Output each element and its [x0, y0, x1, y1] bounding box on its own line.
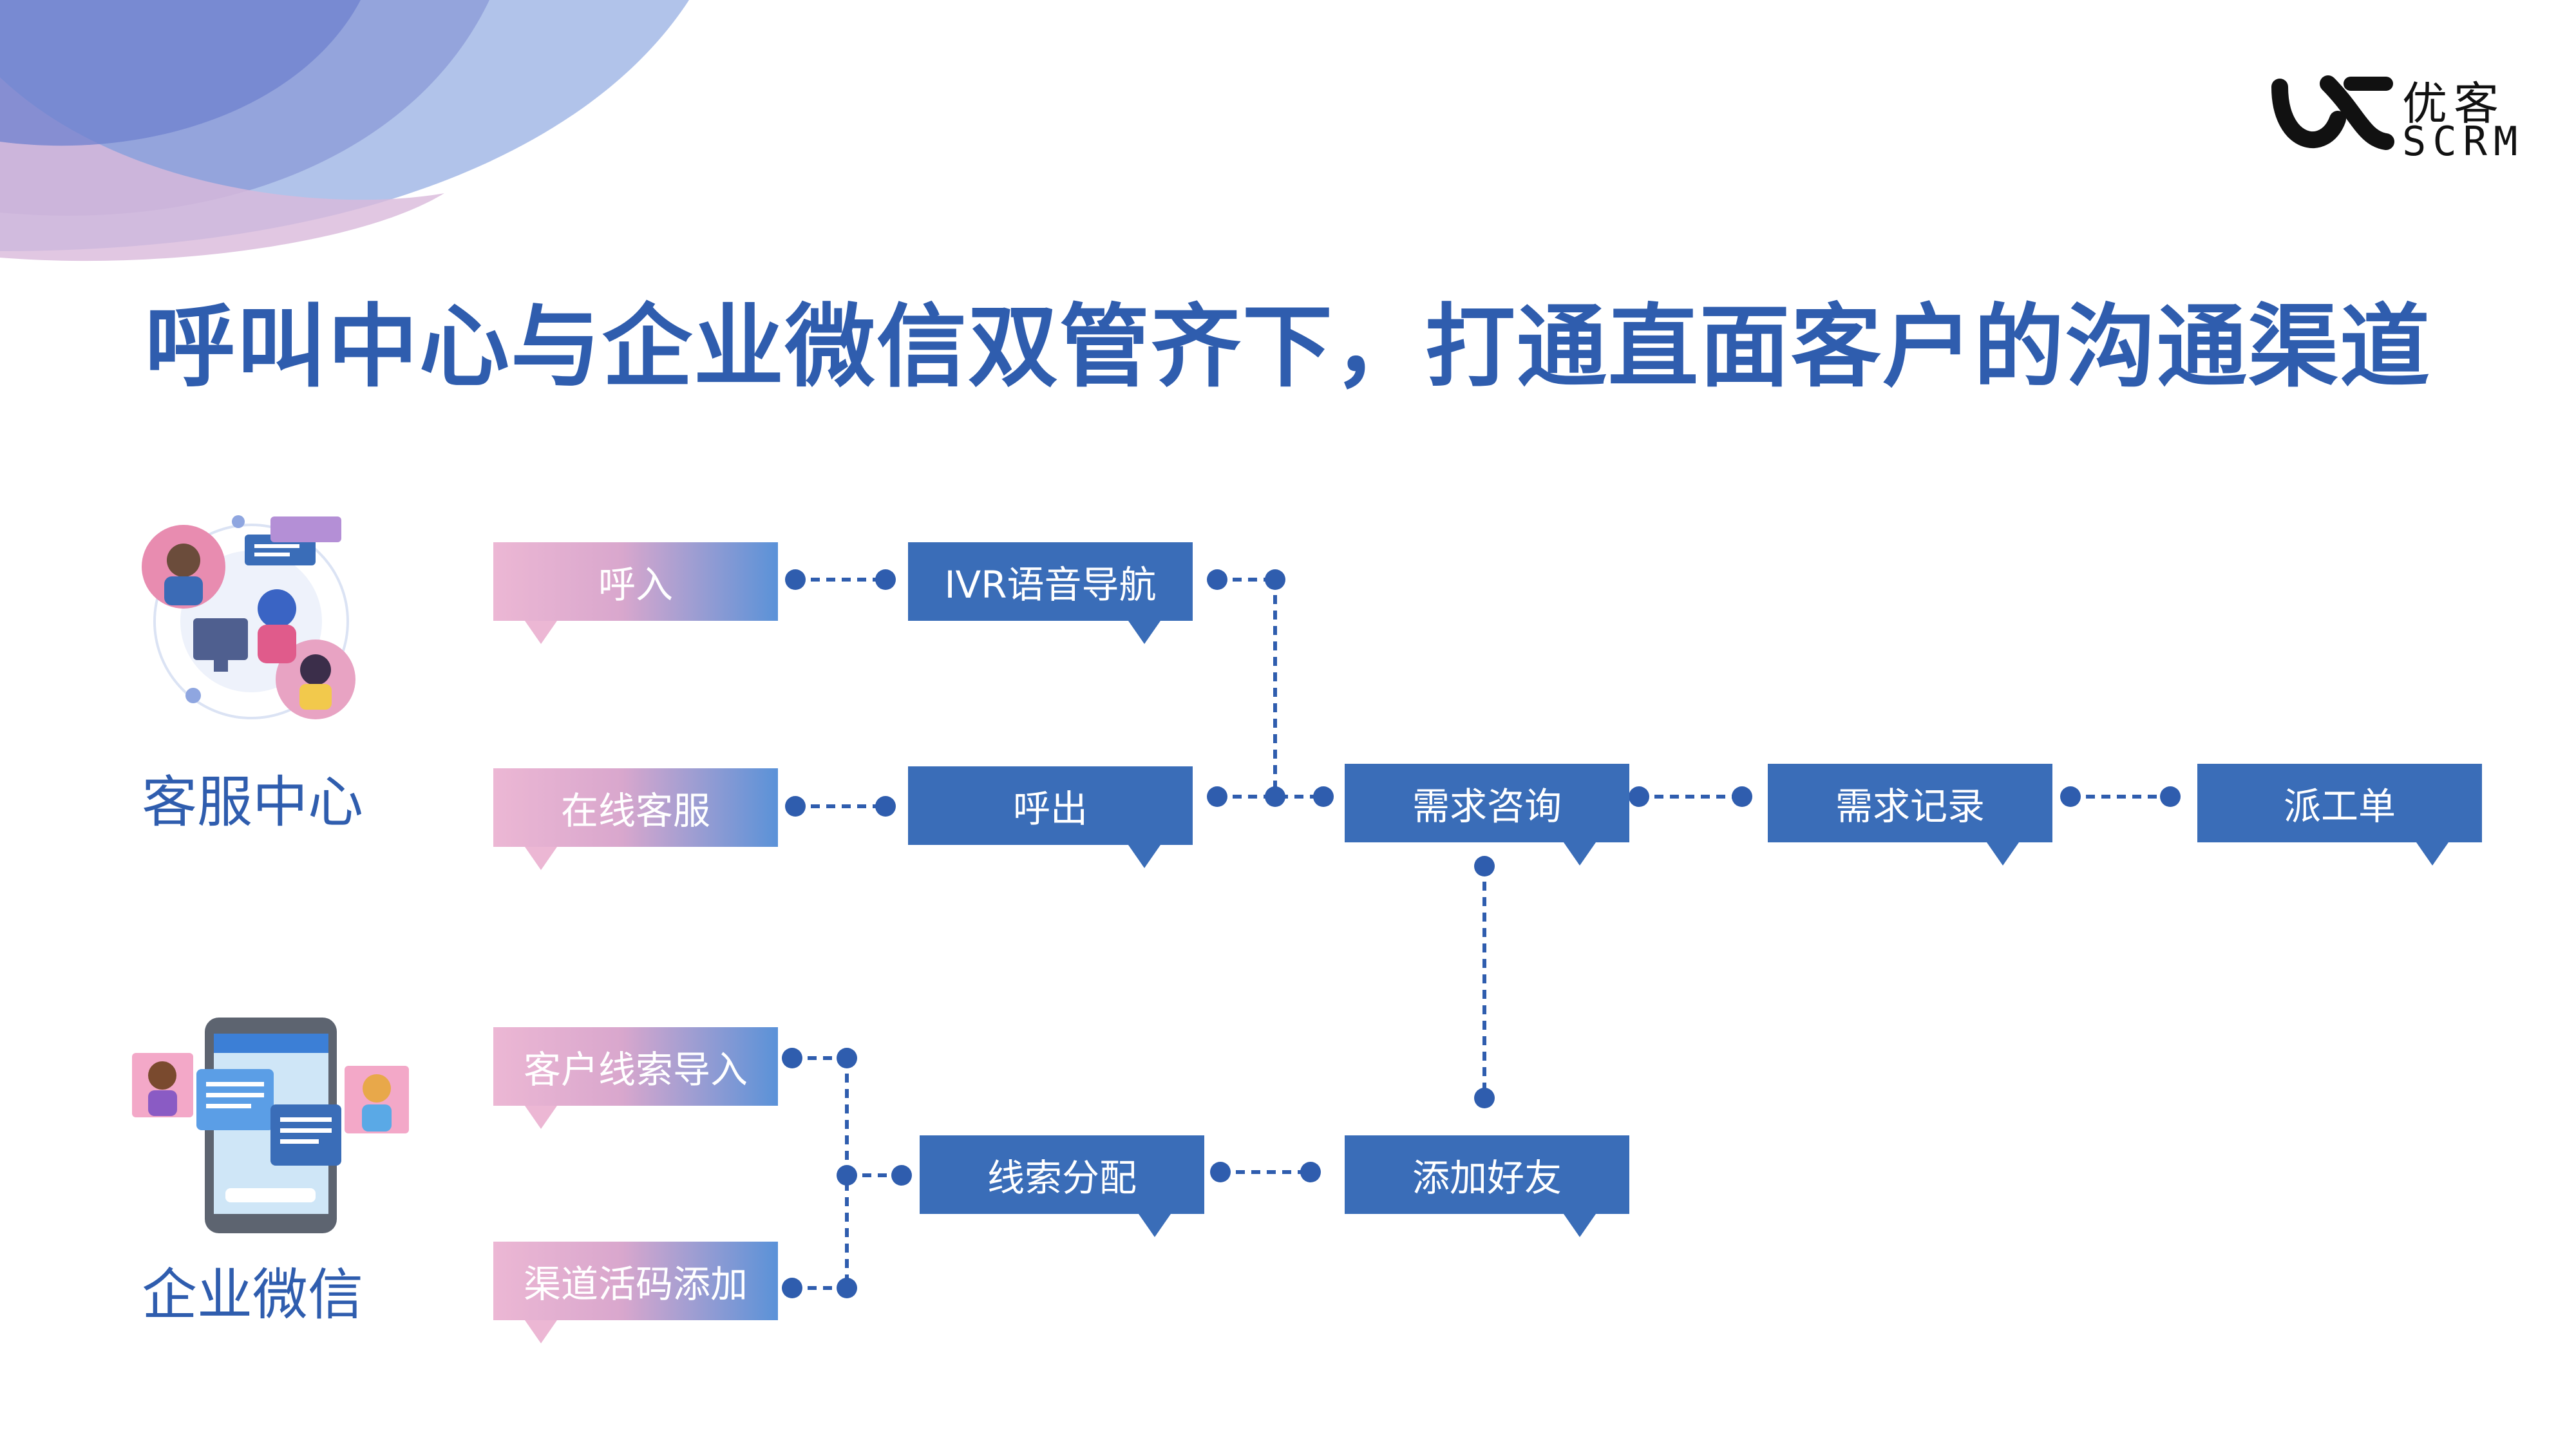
connector-dot	[875, 796, 896, 817]
node-ivr: IVR语音导航	[908, 542, 1193, 621]
node-demand-record-tail	[1987, 842, 2019, 866]
node-channel-code-tail	[525, 1320, 557, 1343]
node-channel-code: 渠道活码添加	[493, 1242, 778, 1320]
node-dispatch-tail	[2416, 842, 2448, 866]
connector-dot	[1629, 786, 1649, 807]
connector-dot	[837, 1165, 857, 1186]
connector-dot	[1300, 1162, 1321, 1182]
connector-dot	[1265, 786, 1285, 807]
node-lead-import-tail	[525, 1106, 557, 1129]
node-ivr-tail	[1128, 621, 1160, 644]
connector-dot	[2160, 786, 2181, 807]
connector-dot	[1207, 786, 1227, 807]
logo-mark-icon	[2271, 75, 2394, 150]
connector-dot	[1265, 569, 1285, 590]
connector-dot	[782, 1048, 802, 1068]
connector-dot	[875, 569, 896, 590]
connector-dot	[1732, 786, 1752, 807]
node-demand-consult: 需求咨询	[1345, 764, 1629, 842]
connector-dot	[1474, 856, 1495, 876]
connector-dot	[785, 796, 806, 817]
background-arcs	[0, 0, 689, 261]
node-dispatch: 派工单	[2197, 764, 2482, 842]
connector-dot	[891, 1165, 912, 1186]
connector-dot	[1210, 1162, 1231, 1182]
logo-name: 优客	[2402, 77, 2505, 130]
connector-dot	[1313, 786, 1334, 807]
category-wecom: 企业微信	[142, 1263, 363, 1327]
logo: 优客 SCRM	[2267, 68, 2563, 165]
connector-dot	[1474, 1088, 1495, 1108]
node-outbound-tail	[1128, 845, 1160, 868]
connector-dot	[785, 569, 806, 590]
node-outbound: 呼出	[908, 766, 1193, 845]
node-lead-import: 客户线索导入	[493, 1027, 778, 1106]
wecom-illustration	[132, 1018, 409, 1233]
node-demand-record: 需求记录	[1768, 764, 2052, 842]
connector-dot	[837, 1278, 857, 1298]
node-online-service: 在线客服	[493, 768, 778, 847]
logo-sub: SCRM	[2402, 118, 2524, 165]
connector-dot	[2060, 786, 2081, 807]
category-call-center: 客服中心	[142, 770, 363, 835]
page-title: 呼叫中心与企业微信双管齐下，打通直面客户的沟通渠道	[144, 295, 2431, 400]
node-add-friend-tail	[1564, 1214, 1596, 1237]
connector-dot	[782, 1278, 802, 1298]
node-add-friend: 添加好友	[1345, 1135, 1629, 1214]
node-inbound-tail	[525, 621, 557, 644]
node-lead-assign-tail	[1139, 1214, 1171, 1237]
monitor-icon	[193, 618, 248, 660]
call-center-illustration	[142, 515, 355, 719]
connector-dot	[1207, 569, 1227, 590]
arc-deep	[0, 0, 361, 146]
node-lead-assign: 线索分配	[920, 1135, 1204, 1214]
node-online-service-tail	[525, 847, 557, 870]
node-inbound: 呼入	[493, 542, 778, 621]
node-demand-consult-tail	[1564, 842, 1596, 866]
arc-pink	[0, 77, 444, 261]
connector-dot	[837, 1048, 857, 1068]
